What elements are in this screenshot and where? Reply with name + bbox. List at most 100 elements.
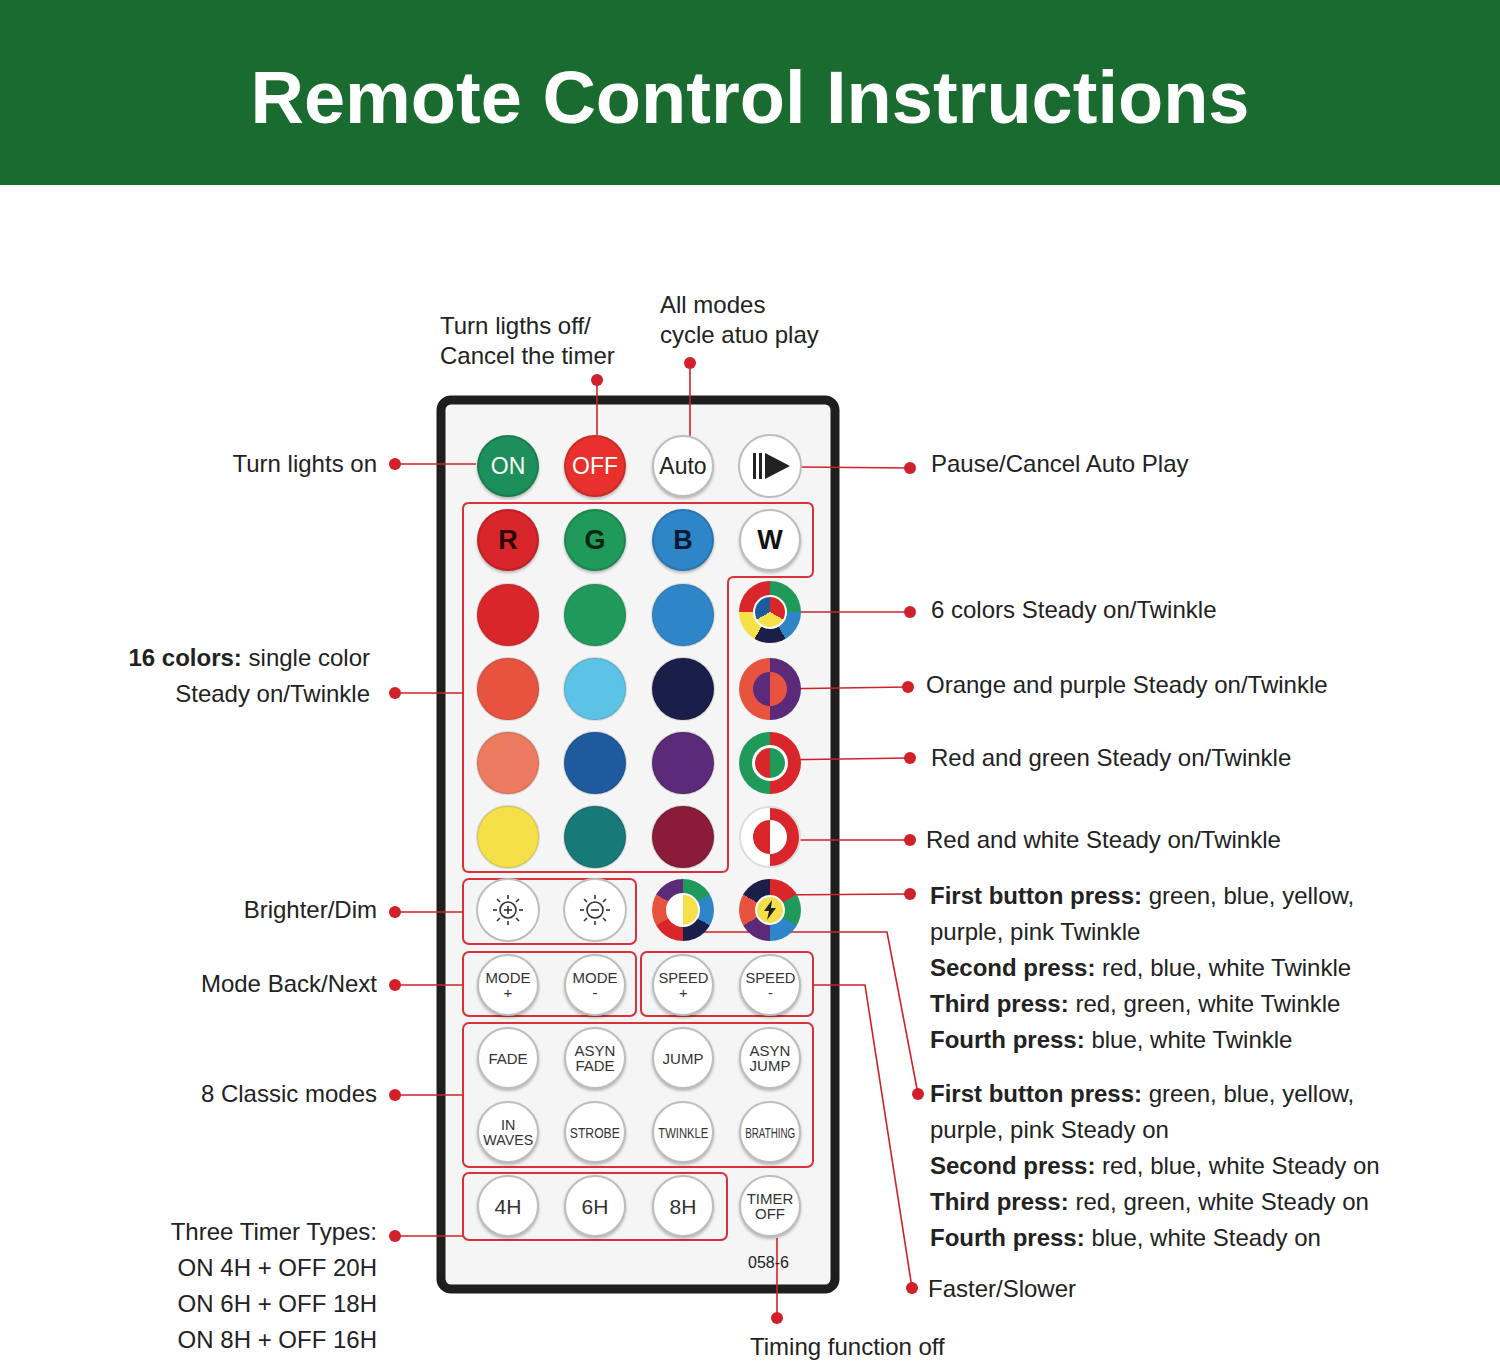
callout-label: Faster/Slower <box>928 1275 1076 1302</box>
multicolor-center <box>752 745 788 781</box>
callout-heading: Third press: <box>930 990 1069 1017</box>
remote-button: IN WAVES <box>477 1101 539 1163</box>
callout-line: Second press: red, blue, white Twinkle <box>930 950 1400 986</box>
title: Remote Control Instructions <box>0 55 1500 140</box>
multicolor-center <box>753 672 787 706</box>
button-label: 4H <box>495 1196 522 1217</box>
header-band: Remote Control Instructions <box>0 0 1500 185</box>
remote-button: 8H <box>652 1175 714 1237</box>
button-label: JUMP <box>663 1051 704 1066</box>
callout-line: Fourth press:blue, white Twinkle <box>930 1022 1400 1058</box>
multicolor-center <box>753 595 787 629</box>
callout-line: Timing function off <box>750 1332 945 1362</box>
remote-button: Auto <box>652 435 714 497</box>
callout-text: Red and white Steady on/Twinkle <box>926 825 1281 855</box>
callout-label: red, blue, white Steady on <box>1102 1152 1380 1179</box>
button-label: ON <box>491 455 526 478</box>
callout-text: First button press:green, blue, yellow, … <box>930 1076 1420 1256</box>
callout-heading: Third press: <box>930 1188 1069 1215</box>
callout-text: First button press:green, blue, yellow, … <box>930 878 1400 1058</box>
remote-button: BRATHING <box>739 1101 801 1163</box>
multicolor-button <box>739 806 801 868</box>
callout-text: Timing function off <box>750 1332 945 1362</box>
callout-heading: Fourth press: <box>930 1026 1085 1053</box>
button-label: SPEED + <box>658 970 708 1000</box>
remote-button: TIMER OFF <box>739 1175 801 1237</box>
button-label: STROBE <box>570 1125 620 1140</box>
button-label: ASYN JUMP <box>750 1043 791 1073</box>
remote-button: SPEED - <box>739 954 801 1016</box>
remote-button: 4H <box>477 1175 539 1237</box>
callout-heading: First button press: <box>930 1080 1142 1107</box>
callout-text: 058-6 <box>748 1253 789 1273</box>
callout-label: red, blue, white Twinkle <box>1102 954 1351 981</box>
callout-text: 8 Classic modes <box>201 1079 377 1109</box>
remote-button: 6H <box>564 1175 626 1237</box>
remote-button: R <box>477 509 539 571</box>
callout-label: Turn lights on <box>232 450 377 477</box>
remote-button: ASYN FADE <box>564 1027 626 1089</box>
multicolor-center <box>755 895 785 925</box>
callout-line: ON 6H + OFF 18H <box>171 1286 377 1322</box>
callout-text: Orange and purple Steady on/Twinkle <box>926 670 1328 700</box>
callout-label: blue, white Steady on <box>1091 1224 1321 1251</box>
button-label: 6H <box>582 1196 609 1217</box>
callout-label: Brighter/Dim <box>244 896 377 923</box>
callout-line: Red and white Steady on/Twinkle <box>926 825 1281 855</box>
callout-line: Pause/Cancel Auto Play <box>931 449 1189 479</box>
callout-heading: Second press: <box>930 954 1095 981</box>
button-label: R <box>498 527 518 554</box>
callout-line: Fourth press:blue, white Steady on <box>930 1220 1420 1256</box>
button-label: B <box>673 527 693 554</box>
callout-line: ON 8H + OFF 16H <box>171 1322 377 1358</box>
callout-line: 16 colors:single color Steady on/Twinkle <box>90 640 370 712</box>
callout-label: Three Timer Types: <box>171 1218 377 1245</box>
callout-line: Third press:red, green, white Steady on <box>930 1184 1420 1220</box>
callout-label: Red and white Steady on/Twinkle <box>926 826 1281 853</box>
callout-line: Second press:red, blue, white Steady on <box>930 1148 1420 1184</box>
callout-text: Red and green Steady on/Twinkle <box>931 743 1291 773</box>
callout-line: Faster/Slower <box>928 1274 1076 1304</box>
callout-line: Brighter/Dim <box>244 895 377 925</box>
callout-line: 8 Classic modes <box>201 1079 377 1109</box>
lightning-icon <box>757 897 783 923</box>
callout-line: Red and green Steady on/Twinkle <box>931 743 1291 773</box>
remote-button: SPEED + <box>652 954 714 1016</box>
callout-text: Turn ligths off/ Cancel the timer <box>440 311 640 371</box>
remote-button: B <box>652 509 714 571</box>
button-label: G <box>584 527 605 554</box>
button-label: OFF <box>572 455 618 478</box>
callout-line: First button press:green, blue, yellow, … <box>930 1076 1420 1148</box>
remote-button: TWINKLE <box>652 1101 714 1163</box>
callout-label: ON 4H + OFF 20H <box>178 1254 377 1281</box>
button-label: W <box>757 527 782 554</box>
callout-line: 058-6 <box>748 1253 789 1273</box>
callout-text: Mode Back/Next <box>201 969 377 999</box>
callout-label: 6 colors Steady on/Twinkle <box>931 596 1216 623</box>
remote-button: JUMP <box>652 1027 714 1089</box>
button-label: BRATHING <box>745 1125 795 1140</box>
multicolor-center <box>666 893 700 927</box>
remote-button: STROBE <box>564 1101 626 1163</box>
callout-line: 6 colors Steady on/Twinkle <box>931 595 1216 625</box>
remote-button: MODE + <box>477 954 539 1016</box>
multicolor-button <box>739 879 801 941</box>
multicolor-center <box>753 820 787 854</box>
remote-button: ASYN JUMP <box>739 1027 801 1089</box>
callout-label: Pause/Cancel Auto Play <box>931 450 1189 477</box>
callout-label: 058-6 <box>748 1254 789 1271</box>
callout-line: Orange and purple Steady on/Twinkle <box>926 670 1328 700</box>
callout-line: Turn ligths off/ Cancel the timer <box>440 311 640 371</box>
callout-label: Red and green Steady on/Twinkle <box>931 744 1291 771</box>
callout-label: Timing function off <box>750 1333 945 1360</box>
callout-text: Turn lights on <box>232 449 377 479</box>
button-label: 8H <box>670 1196 697 1217</box>
callout-line: ON 4H + OFF 20H <box>171 1250 377 1286</box>
remote-button: FADE <box>477 1027 539 1089</box>
remote-button: G <box>564 509 626 571</box>
callout-line: Three Timer Types: <box>171 1214 377 1250</box>
callout-text: Faster/Slower <box>928 1274 1076 1304</box>
button-label: SPEED - <box>745 970 795 1000</box>
callout-label: Orange and purple Steady on/Twinkle <box>926 671 1328 698</box>
